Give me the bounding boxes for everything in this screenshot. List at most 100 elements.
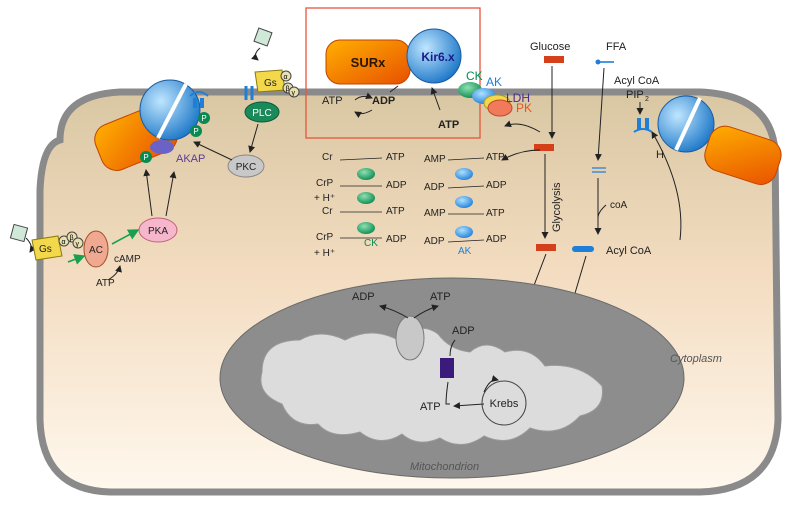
top-alpha-icon — [280, 70, 292, 82]
ak-ball-2 — [455, 196, 473, 208]
ak-link-2 — [447, 185, 485, 189]
mito-adp-arrow — [379, 304, 409, 319]
pip2-subscript: 2 — [645, 96, 649, 103]
box-atp-label: ATP — [322, 95, 343, 107]
left-ligand-arrow — [25, 237, 37, 253]
ck-ball-1 — [357, 168, 375, 180]
plc-shape — [244, 101, 280, 123]
top-receptor-2 — [244, 86, 254, 100]
enzyme-ak-label: AK — [486, 75, 502, 89]
ak-r2-left: ADP — [424, 182, 445, 193]
ac-shape — [83, 230, 109, 268]
ck-shuttle: Cr ATP CrP ADP + H⁺ Cr ATP CrP ADP + H⁺ … — [314, 152, 407, 259]
ac-label: AC — [89, 245, 103, 256]
ck-r2-left: CrP — [316, 178, 334, 189]
left-kir-pore — [156, 83, 188, 139]
akap-label: AKAP — [176, 153, 205, 165]
gs-ac-arrow — [67, 254, 86, 265]
ak-r1-right: ATP — [486, 152, 505, 163]
enzyme-ldh-label: LDH — [506, 91, 530, 105]
left-ligand-icon — [9, 223, 29, 243]
cytoplasm-label: Cytoplasm — [670, 353, 722, 365]
pka-label: PKA — [148, 226, 168, 237]
left-beta-label: β — [70, 235, 74, 242]
top-alpha-label: α — [284, 74, 288, 81]
krebs-cycle-circle — [481, 380, 527, 426]
atp-kir-arrow — [430, 87, 441, 111]
p-label-2: P — [201, 114, 206, 123]
left-gs-label: Gs — [39, 244, 52, 255]
sur-adp-link — [389, 85, 399, 93]
ak-ball-1 — [455, 168, 473, 180]
top-gamma-label: γ — [292, 90, 296, 97]
top-beta-label: β — [286, 86, 290, 93]
pka-channel-arrow-1 — [143, 169, 153, 217]
coa-join — [597, 204, 607, 219]
kir-label: Kir6.x — [421, 50, 455, 64]
ak-r4-right: ADP — [486, 234, 507, 245]
mito-atp-top: ATP — [430, 291, 451, 303]
left-kir-subunit — [139, 79, 201, 141]
glycolysis-atp-arrow — [501, 149, 541, 161]
ak-ball-3 — [455, 226, 473, 238]
ak-shuttle: AMP ATP ADP ADP AMP ATP ADP ADP AK — [424, 152, 507, 257]
katp-highlight-box — [305, 7, 481, 139]
mito-adp-inner: ADP — [452, 325, 475, 337]
ak-shuttle-enzyme-label: AK — [458, 246, 472, 257]
ck-r1-right: ATP — [386, 152, 405, 163]
plc-label: PLC — [252, 108, 271, 119]
sur-label: SURx — [351, 55, 386, 70]
atp-synthase-box — [440, 358, 454, 378]
ck-r4-h: + H⁺ — [314, 248, 335, 259]
pkc-channel-arrow — [193, 141, 233, 161]
pkc-label: PKC — [236, 162, 257, 173]
box-adp-label: ADP — [372, 95, 395, 107]
acyl-coa-channel-arrow — [651, 131, 682, 241]
phospho-site-3 — [190, 125, 202, 137]
left-alpha-label: α — [62, 239, 66, 246]
ck-r2-right: ADP — [386, 180, 407, 191]
left-gamma-label: γ — [76, 241, 80, 248]
mito-atp-arrow — [413, 304, 439, 319]
mito-porin-bulge — [395, 315, 425, 361]
top-ligand-arrow — [251, 47, 261, 61]
acyl-coa-top-label: Acyl CoA — [614, 75, 660, 87]
ck-ball-2 — [357, 192, 375, 204]
acyl-coa-label: Acyl CoA — [606, 245, 652, 257]
camp-pka-arrow — [111, 229, 140, 245]
ffa-label: FFA — [606, 41, 627, 53]
enzyme-pk-label: PK — [516, 101, 532, 115]
camp-label: cAMP — [114, 254, 141, 265]
ck-r2-h: + H⁺ — [314, 193, 335, 204]
ck-link-1 — [339, 157, 383, 161]
ck-r3-right: ATP — [386, 206, 405, 217]
p-label-1: P — [143, 153, 148, 162]
glycolysis-label: Glycolysis — [551, 182, 563, 232]
ak-r4-left: ADP — [424, 236, 445, 247]
ck-r3-left: Cr — [322, 206, 333, 217]
kir-subunit — [406, 28, 462, 84]
atp-camp-arrow — [107, 265, 122, 281]
mito-adp-top: ADP — [352, 291, 375, 303]
acyl-coa-marker — [572, 246, 594, 252]
mito-atp-inner: ATP — [420, 401, 441, 413]
enzyme-ck-label: CK — [466, 69, 483, 83]
ak-r2-right: ADP — [486, 180, 507, 191]
ck-r4-right: ADP — [386, 234, 407, 245]
pip2-label: PIP — [626, 89, 644, 101]
glucose-marker — [544, 56, 564, 63]
pkc-shape — [227, 154, 265, 178]
top-gs-label: Gs — [264, 78, 277, 89]
ck-r1-left: Cr — [322, 152, 333, 163]
glycolysis-marker-2 — [536, 244, 556, 251]
right-receptor — [633, 118, 653, 133]
right-kir-pore — [674, 97, 702, 151]
coa-label: coA — [610, 200, 628, 211]
ak-r3-left: AMP — [424, 208, 446, 219]
left-gs-shape — [31, 235, 63, 261]
pka-shape — [138, 217, 178, 243]
top-receptor — [189, 91, 209, 108]
top-gamma-icon — [288, 86, 300, 98]
adp-to-atp-arrow — [354, 109, 373, 119]
